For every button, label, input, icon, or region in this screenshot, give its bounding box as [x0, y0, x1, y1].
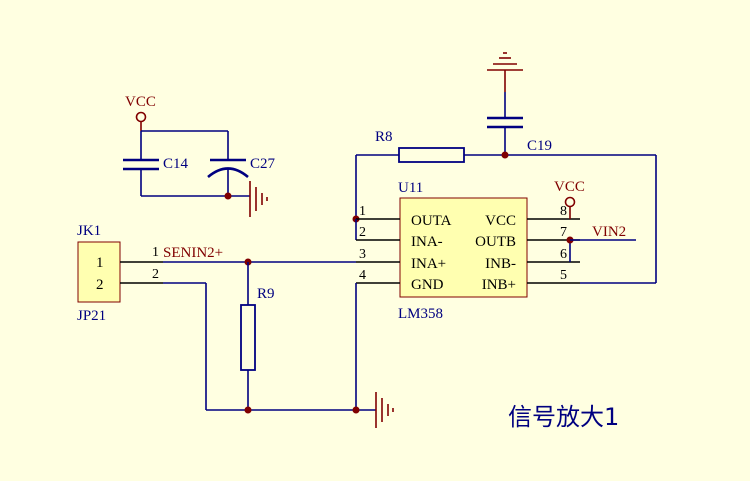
junction-dot: [501, 151, 509, 159]
c19-block: C19: [487, 52, 552, 155]
pin-number: 2: [152, 267, 159, 282]
pin-number: 5: [560, 268, 567, 283]
pin-number: 1: [152, 245, 159, 260]
pin-number: 3: [359, 247, 366, 262]
chip-body: [399, 197, 528, 298]
pin-name: INB+: [482, 277, 516, 293]
connector-body: [77, 241, 121, 303]
vin2-block: VIN2: [566, 224, 636, 262]
jp21-label: JP21: [77, 308, 106, 324]
pin-number: 6: [560, 247, 567, 262]
pin-number: 8: [560, 204, 567, 219]
connector-pin-number: 2: [96, 277, 104, 293]
pin-number: 4: [359, 268, 366, 283]
c27-label: C27: [250, 156, 276, 172]
u11-label: U11: [398, 180, 423, 196]
pin-name: INB-: [485, 256, 516, 272]
connector-pin-number: 1: [96, 255, 104, 271]
chip-part-label: LM358: [398, 306, 443, 322]
ground-icon: [249, 181, 268, 217]
junction-dot: [244, 406, 252, 414]
pin-name: OUTB: [475, 234, 516, 250]
pin-name: OUTA: [411, 213, 452, 229]
pin-name: INA-: [411, 234, 443, 250]
pin-number: 1: [359, 204, 366, 219]
vcc-right-block: VCC: [554, 179, 585, 219]
pin-name: GND: [411, 277, 444, 293]
r9-label: R9: [257, 286, 275, 302]
senin2-net-label: SENIN2+: [163, 245, 223, 261]
vcc-left-port: [135, 111, 147, 123]
jk1-connector: JK1 1 2 JP21 1 2: [77, 223, 163, 324]
pin-number: 7: [560, 225, 567, 240]
ground-icon: [487, 52, 523, 71]
r8-label: R8: [375, 129, 393, 145]
junction-dot: [224, 192, 232, 200]
vcc-left-label: VCC: [125, 94, 156, 110]
decoupling-block: VCC C14 C27: [123, 94, 276, 217]
c19-label: C19: [527, 138, 552, 154]
vcc-right-label: VCC: [554, 179, 585, 195]
junction-dot: [352, 406, 360, 414]
lm358-chip: U11 1 2 3 4 OUTA INA- INA+ GND VCC OUTB …: [355, 180, 580, 322]
r8-block: R8: [352, 129, 657, 284]
r9-resistor: [240, 304, 256, 371]
pin-number: 2: [359, 225, 366, 240]
senin-block: SENIN2+ R9: [163, 245, 394, 428]
c14-label: C14: [163, 156, 189, 172]
pin-name: INA+: [411, 256, 446, 272]
jk1-label: JK1: [77, 223, 101, 239]
vcc-right-port: [564, 196, 576, 208]
ground-icon: [375, 392, 394, 428]
pin-name: VCC: [485, 213, 516, 229]
r8-resistor: [398, 147, 465, 163]
vin2-net-label: VIN2: [592, 224, 626, 240]
sheet-title: 信号放大1: [508, 403, 619, 431]
